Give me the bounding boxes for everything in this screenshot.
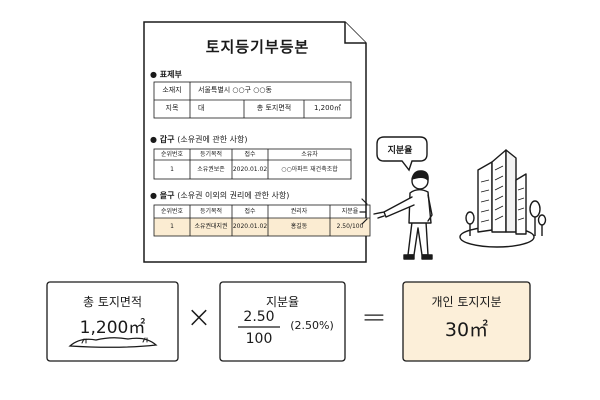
total-area-value: 1,200㎡ [79,318,146,338]
table-3-cell: 홍길동 [290,223,308,230]
table-1-cell: 서울특별시 ○○구 ○○동 [198,86,272,94]
table-2-header: 등기목적 [199,151,223,158]
building-illustration [459,149,547,248]
table-1-cell: 대 [198,104,205,112]
table-1-grid [153,81,352,119]
document-title: 토지등기부등본 [205,38,310,56]
table-3-header: 순위번호 [160,208,184,215]
table-2-cell: 2020.01.02 [232,166,268,173]
fraction-numerator: 2.50 [243,309,275,325]
table-3-cell: 2.50/100 [336,223,364,230]
table-2-grid [153,148,352,180]
total-area-label: 총 토지면적 [82,295,142,309]
table-3-header: 등기목적 [199,208,223,215]
table-3-cell: 1 [170,223,174,230]
person-figure [373,170,433,260]
table-3-header: 지분율 [341,208,359,215]
table-1-cell: 지목 [165,104,179,112]
equals-operator: = [361,300,387,335]
table-3-cell: 2020.01.02 [232,223,268,230]
share-ratio-box-frame [219,281,346,362]
table-2-cell: 1 [170,166,174,173]
bullet-icon: ● [150,70,160,79]
fraction-denominator: 100 [245,331,273,347]
table-3-cell: 소유권대지권 [194,223,228,230]
table-2-header: 순위번호 [160,151,184,158]
table-3-header: 권리자 [290,208,308,215]
document-fold [344,22,366,44]
bullet-icon: ● [150,135,160,144]
pointer-sparks [359,198,368,225]
land-mound-icon [68,337,158,348]
result-box-frame [402,281,531,362]
table-3-header: 접수 [244,208,256,215]
table-2-cell: 소유권보존 [197,166,225,173]
speech-bubble-text: 지분율 [387,146,413,156]
section-2-heading: ● 갑구 (소유권에 관한 사항) [150,135,248,144]
table-2-cell: ○○아파트 재건축조합 [281,166,338,173]
result-value: 30㎡ [444,319,489,341]
share-percent: (2.50%) [290,319,334,332]
section-3-heading: ● 을구 (소유권 이외의 권리에 관한 사항) [150,191,290,200]
bullet-icon: ● [150,191,160,200]
table-1-cell: 소재지 [162,86,182,94]
table-3-grid [153,204,371,237]
highlight-row [154,218,370,236]
table-2-header: 접수 [244,151,256,158]
share-ratio-label: 지분율 [265,295,300,309]
table-1-cell: 총 토지면적 [256,104,292,112]
result-label: 개인 토지지분 [431,295,502,309]
multiply-operator: × [186,300,212,335]
section-1-heading: ● 표제부 [150,70,182,79]
speech-bubble [376,136,428,172]
table-1-cell: 1,200㎡ [313,104,342,112]
table-2-header: 소유자 [301,151,318,158]
